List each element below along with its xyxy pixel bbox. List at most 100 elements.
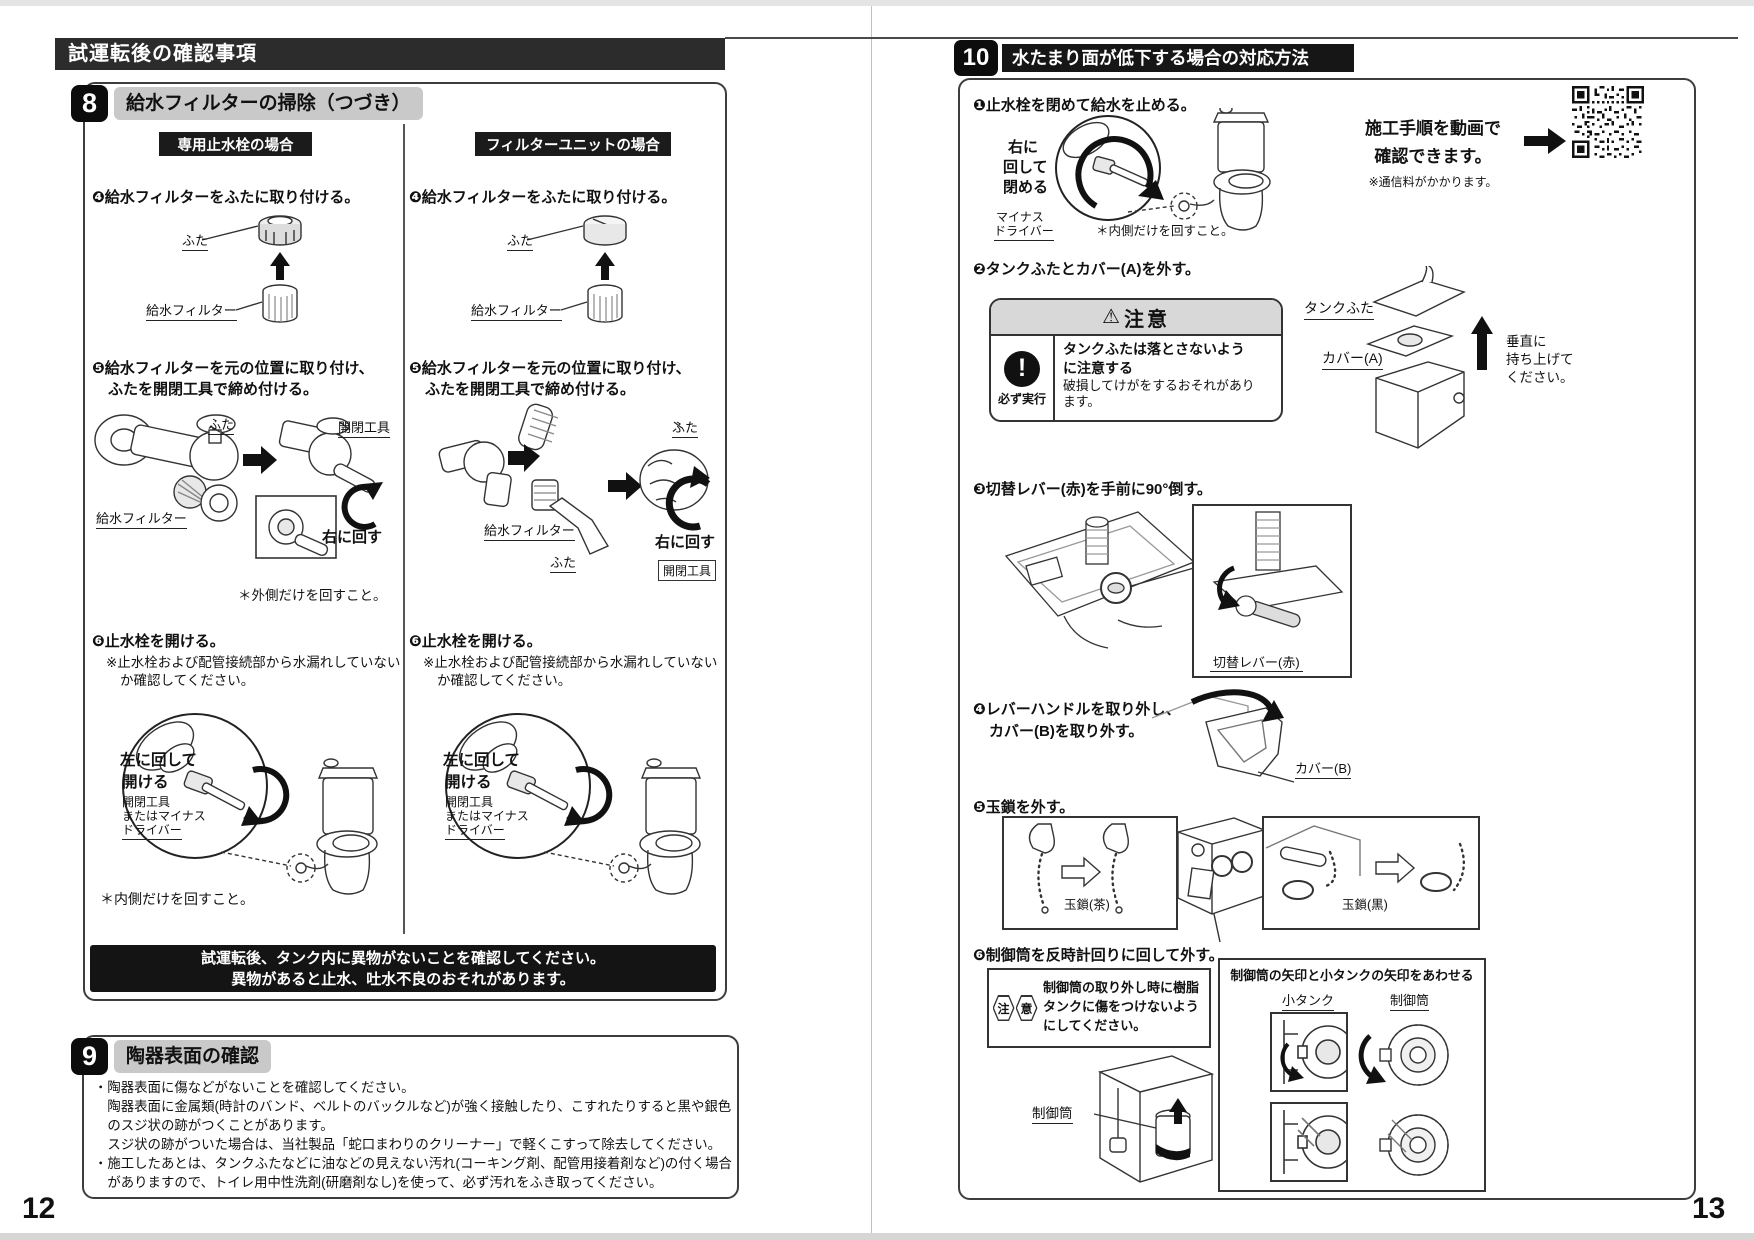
page-gutter-line (871, 6, 872, 1233)
stop-valve-open-illustration-left (122, 713, 379, 895)
step1: ❶止水栓を閉めて給水を止める。 (973, 97, 1196, 114)
column-right-header: フィルターユニットの場合 (475, 132, 671, 156)
chain-brown-illustration (1028, 823, 1129, 914)
lid-label-valve-left: ふた (208, 414, 235, 435)
close-line3: 閉める (1003, 179, 1049, 196)
lid-label-valve-right-2: ふた (550, 552, 577, 573)
turn-right-left: 右に回す (322, 529, 383, 546)
stop-valve-open-illustration-right (445, 713, 702, 895)
step5-right-line2: ふたを開閉工具で締め付ける。 (425, 381, 636, 398)
step6: ❻制御筒を反時計回りに回して外す。 (973, 947, 1224, 964)
filter-label-valve-right: 給水フィルター (484, 520, 575, 541)
note-hexagon-icon: 注 (992, 995, 1015, 1021)
step4-left: ❹給水フィルターをふたに取り付ける。 (92, 189, 360, 206)
step2: ❷タンクふたとカバー(A)を外す。 (973, 261, 1201, 278)
chain-tank-illustration (1177, 817, 1265, 943)
video-line1: 施工手順を動画で (1365, 119, 1501, 138)
video-line2: 確認できます。 (1374, 147, 1492, 166)
driver-line1: マイナス (996, 210, 1044, 224)
section9-line: 陶器表面に金属類(時計のバンド、ベルトのバックルなど)が強く接触したり、こすれた… (94, 1099, 732, 1114)
cylinder-label: 制御筒 (1390, 990, 1430, 1011)
mandatory-cell: ! 必ず実行 (991, 336, 1055, 420)
open-tool-right-3: ドライバー (445, 821, 505, 840)
caution-text-1: 破損してけがをするおそれがあり (1063, 378, 1255, 393)
qr-code (1572, 86, 1644, 158)
note-line3: にしてください。 (1043, 1018, 1147, 1033)
tool-label-right-boxed: 開閉工具 (658, 560, 717, 581)
lid-label-left: ふた (182, 230, 209, 251)
step4-line2: カバー(B)を取り外す。 (989, 723, 1144, 740)
step5-left-line1: ❺給水フィルターを元の位置に取り付け、 (92, 360, 374, 377)
open-right-line1: 左に回して (443, 752, 521, 769)
filter-label-right: 給水フィルター (471, 300, 562, 321)
column-left-header: 専用止水栓の場合 (159, 132, 312, 156)
caution-text-2: ます。 (1063, 394, 1101, 409)
align-gear-1-illustration (1358, 1024, 1449, 1086)
section9-badge: 9 (71, 1038, 108, 1075)
cylinder-bottom-label: 制御筒 (1032, 1102, 1073, 1124)
open-right-line2: 開ける (445, 774, 492, 791)
filter-label-left: 給水フィルター (146, 300, 237, 321)
section9-body: ・陶器表面に傷などがないことを確認してください。 陶器表面に金属類(時計のバンド… (94, 1078, 732, 1192)
section10-number: 10 (962, 44, 990, 71)
caution-header: ⚠ 注意 (991, 300, 1281, 336)
column-left-header-text: 専用止水栓の場合 (177, 137, 294, 154)
driver-line2: ドライバー (994, 222, 1054, 241)
step6-note-left-2: か確認してください。 (120, 673, 255, 688)
chain-black-illustration (1265, 825, 1466, 900)
left-page-header-bar: 試運転後の確認事項 (55, 38, 725, 70)
section10-badge: 10 (954, 40, 998, 76)
align-title: 制御筒の矢印と小タンクの矢印をあわせる (1230, 968, 1474, 983)
note-icon-char2: 意 (1017, 996, 1036, 1020)
tank-lid-label: タンクふた (1304, 298, 1374, 320)
section9-line: スジ状の跡がついた場合は、当社製品「蛇口まわりのクリーナー」で軽くこすって除去し… (94, 1137, 722, 1152)
step5-left-line2: ふたを開閉工具で締め付ける。 (108, 381, 319, 398)
caution-bold-1: タンクふたは落とさないよう (1063, 341, 1245, 357)
small-tank-label: 小タンク (1282, 990, 1335, 1011)
section8-number: 8 (81, 88, 98, 118)
section10-title-text: 水たまり面が低下する場合の対応方法 (1012, 48, 1309, 68)
note-hexagon-icon: 意 (1015, 995, 1038, 1021)
close-line2: 回して (1003, 159, 1048, 176)
page-number-right: 13 (1692, 1192, 1726, 1225)
mandatory-label: 必ず実行 (997, 391, 1046, 406)
page-number-left: 12 (22, 1192, 56, 1225)
section8-title-text: 給水フィルターの掃除（つづき） (126, 93, 411, 114)
caution-title: 注意 (1123, 308, 1170, 331)
open-left-line2: 開ける (122, 774, 169, 791)
note-line2: タンクに傷をつけないよう (1043, 999, 1199, 1014)
step6-right: ❻止水栓を開ける。 (409, 633, 542, 650)
caution-box: ⚠ 注意 ! 必ず実行 タンクふたは落とさないよう に注意する 破損してけがをす… (989, 298, 1283, 422)
open-tool-right-2: またはマイナス (445, 809, 529, 823)
cover-b-illustration (1151, 689, 1295, 783)
section8-title: 給水フィルターの掃除（つづき） (114, 87, 423, 120)
outer-note-left: ＊外側だけを回すこと。 (238, 588, 387, 603)
step4-line1: ❹レバーハンドルを取り外し、 (973, 701, 1181, 718)
warning-triangle-icon: ⚠ (1102, 306, 1120, 328)
note-icon-char1: 注 (994, 996, 1013, 1020)
lever-inset-box (1192, 504, 1352, 678)
align-inset-1-illustration (1280, 1020, 1346, 1084)
exclamation-glyph: ! (1017, 354, 1027, 382)
tank-lid-illustration (1366, 266, 1493, 449)
section10-title-bar: 水たまり面が低下する場合の対応方法 (1002, 44, 1354, 72)
chain-brown-label: 玉鎖(茶) (1060, 894, 1114, 913)
inner-note-left: ＊内側だけを回すこと。 (100, 891, 254, 907)
inner-note-step1: ＊内側だけを回すこと。 (1096, 224, 1234, 238)
step3: ❸切替レバー(赤)を手前に90°倒す。 (973, 481, 1212, 498)
video-note: ※通信料がかかります。 (1368, 175, 1498, 189)
step6-note-right-2: か確認してください。 (437, 673, 572, 688)
left-page-title: 試運転後の確認事項 (68, 43, 257, 65)
notice-line1: 試運転後、タンク内に異物がないことを確認してください。 (200, 950, 606, 967)
arrow-right-icon (1524, 128, 1566, 154)
caution-bold-2: に注意する (1063, 360, 1133, 376)
cylinder-note-box: 注 意 制御筒の取り外し時に樹脂 タンクに傷をつけないよう にしてください。 (987, 968, 1211, 1048)
tank-top-illustration (1004, 511, 1196, 649)
section8-notice: 試運転後、タンク内に異物がないことを確認してください。 異物があると止水、吐水不… (90, 945, 716, 992)
align-gear-2-illustration (1379, 1114, 1449, 1176)
open-tool-left-1: 開閉工具 (122, 795, 171, 809)
cover-b-label: カバー(B) (1295, 758, 1352, 779)
mandatory-icon: ! (1004, 350, 1040, 387)
cap-filter-illustration-right (526, 215, 627, 323)
section9-title: 陶器表面の確認 (114, 1040, 272, 1073)
